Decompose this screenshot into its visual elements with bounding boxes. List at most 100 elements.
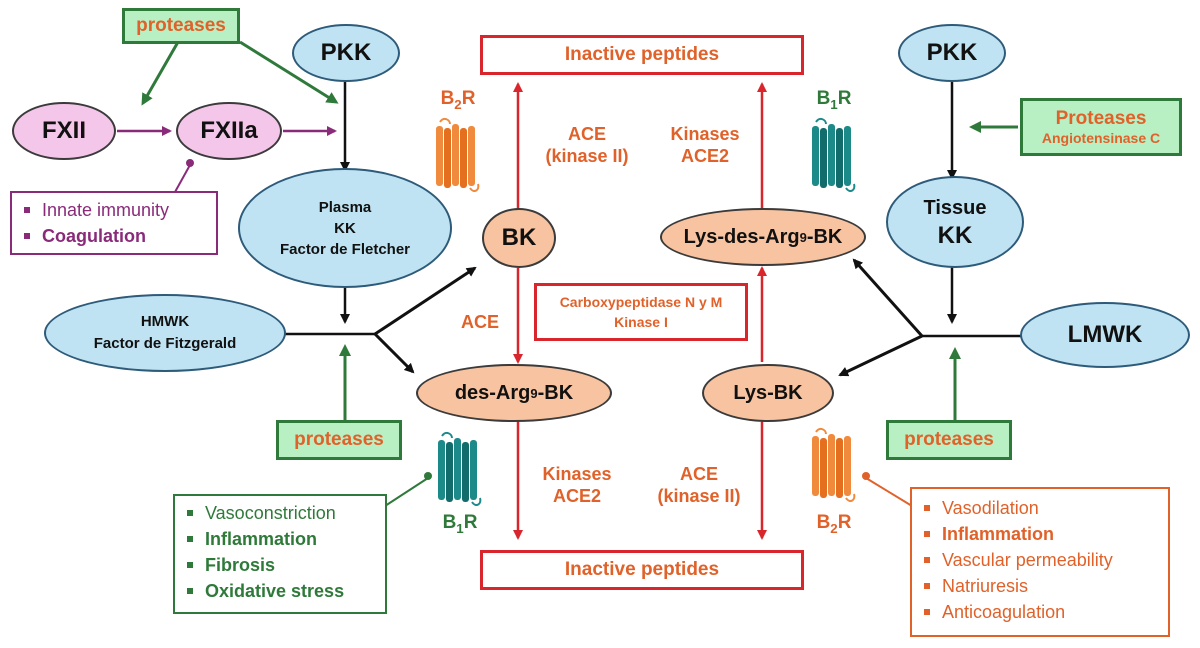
bullet-icon	[187, 536, 193, 542]
arrow-junction-to-lysdesargbk	[852, 258, 924, 338]
superscript-9: 9	[799, 229, 807, 245]
kk-label: KK	[937, 222, 973, 249]
ace-label: ACE	[567, 124, 606, 144]
inactive-peptides-bottom: Inactive peptides	[480, 550, 804, 590]
inactive-peptides-label: Inactive peptides	[564, 559, 720, 580]
b1r-receptor-icon	[812, 117, 856, 192]
proteases-label: proteases	[136, 15, 226, 36]
b2r-effect-item: Anticoagulation	[918, 599, 1162, 625]
carboxypeptidase-box: Carboxypeptidase N y M Kinase I	[534, 283, 748, 341]
kinases-label: Kinases	[670, 124, 740, 144]
ace-kinase2-bottom-label: ACE (kinase II)	[644, 464, 754, 507]
kinases-ace2-top-label: Kinases ACE2	[660, 124, 750, 167]
fxii-node: FXII	[12, 102, 116, 160]
pkk-right-node: PKK	[898, 24, 1006, 82]
ace2-label: ACE2	[680, 145, 729, 166]
arrow-junction-to-lysbk	[838, 334, 923, 377]
b2r-label: B2R	[440, 88, 476, 112]
fxiia-effect-item: Innate immunity	[18, 197, 210, 223]
des-arg-label: des-Arg	[454, 381, 531, 404]
lmwk-node: LMWK	[1020, 302, 1190, 368]
arrow-proteases-to-fxiia	[141, 41, 180, 106]
proteases-label: proteases	[904, 429, 994, 450]
b1r-effect-text: Inflammation	[205, 529, 318, 549]
connector-dot-fxiia	[186, 159, 194, 167]
b1r-receptor-icon	[438, 431, 482, 506]
proteases-box-bottom-right: proteases	[886, 420, 1012, 460]
tissue-kk-node: Tissue KK	[886, 176, 1024, 268]
proteases-box-right: Proteases Angiotensinase C	[1020, 98, 1182, 156]
proteases-box-bottom-left: proteases	[276, 420, 402, 460]
b2r-receptor-icon	[812, 427, 856, 502]
b2r-effect-text: Anticoagulation	[942, 602, 1066, 622]
bk-suffix-label: -BK	[537, 381, 574, 404]
kinase-ii-label: (kinase II)	[545, 145, 629, 166]
pkk-right-label: PKK	[926, 39, 978, 66]
ace2-label: ACE2	[552, 485, 601, 506]
lmwk-label: LMWK	[1067, 321, 1143, 348]
kinases-ace2-bottom-label: Kinases ACE2	[532, 464, 622, 507]
arrow-junction-to-desargbk	[373, 332, 415, 374]
bullet-icon	[187, 588, 193, 594]
bullet-icon	[924, 583, 930, 589]
ace-label: ACE	[460, 312, 499, 332]
factor-fitzgerald-label: Factor de Fitzgerald	[93, 335, 237, 352]
bullet-icon	[24, 207, 30, 213]
arrow-proteases-to-cascade	[239, 40, 339, 104]
kinase-ii-label: (kinase II)	[657, 485, 741, 506]
connector-dot-b1r	[424, 472, 432, 480]
fxiia-label: FXIIa	[200, 117, 258, 144]
b2r-label: B2R	[816, 512, 852, 536]
tissue-label: Tissue	[923, 197, 987, 219]
kinase-i-label: Kinase I	[614, 314, 668, 330]
b2r-effect-item: Inflammation	[918, 521, 1162, 547]
bullet-icon	[24, 233, 30, 239]
connector-fxiia-effects	[174, 164, 191, 193]
bk-suffix-label: -BK	[806, 225, 843, 248]
fxiia-effect-item: Coagulation	[18, 223, 210, 249]
b2r-receptor-icon	[436, 117, 480, 192]
connector-b2r-effects	[865, 477, 913, 507]
b2r-effect-text: Vascular permeability	[942, 550, 1113, 570]
hmwk-node: HMWK Factor de Fitzgerald	[44, 294, 286, 372]
proteases-box-top-left: proteases	[122, 8, 240, 44]
plasma-label: Plasma	[318, 198, 372, 216]
lys-bk-node: Lys-BK	[702, 364, 834, 422]
kinases-label: Kinases	[542, 464, 612, 484]
fxiia-effect-text: Coagulation	[42, 226, 146, 246]
factor-fletcher-label: Factor de Fletcher	[279, 240, 411, 258]
plasma-kk-node: Plasma KK Factor de Fletcher	[238, 168, 452, 288]
ace-label: ACE	[679, 464, 718, 484]
hmwk-label: HMWK	[140, 313, 190, 330]
lys-bk-label: Lys-BK	[733, 381, 803, 404]
fxiia-effect-text: Innate immunity	[42, 200, 170, 220]
kk-label: KK	[334, 219, 356, 237]
ace-middle-label: ACE	[450, 312, 510, 334]
b1r-effect-item: Oxidative stress	[181, 578, 379, 604]
b1r-effect-text: Oxidative stress	[205, 581, 345, 601]
proteases-label: Proteases	[1055, 108, 1147, 129]
connector-dot-b2r	[862, 472, 870, 480]
b2r-effect-item: Vasodilation	[918, 495, 1162, 521]
b1r-label: B1R	[816, 88, 852, 112]
inactive-peptides-label: Inactive peptides	[564, 44, 720, 65]
b1r-effect-text: Vasoconstriction	[205, 503, 336, 523]
inactive-peptides-top: Inactive peptides	[480, 35, 804, 75]
superscript-9: 9	[530, 385, 538, 401]
lys-des-arg-label: Lys-des-Arg	[683, 225, 800, 248]
b1r-label: B1R	[442, 512, 478, 536]
bullet-icon	[924, 531, 930, 537]
bullet-icon	[924, 609, 930, 615]
b2r-effect-text: Natriuresis	[942, 576, 1029, 596]
b1r-effect-text: Fibrosis	[205, 555, 276, 575]
b2r-effect-item: Natriuresis	[918, 573, 1162, 599]
b2r-receptor-top: B2R	[430, 88, 486, 198]
bullet-icon	[187, 562, 193, 568]
connector-b1r-effects	[384, 477, 429, 507]
